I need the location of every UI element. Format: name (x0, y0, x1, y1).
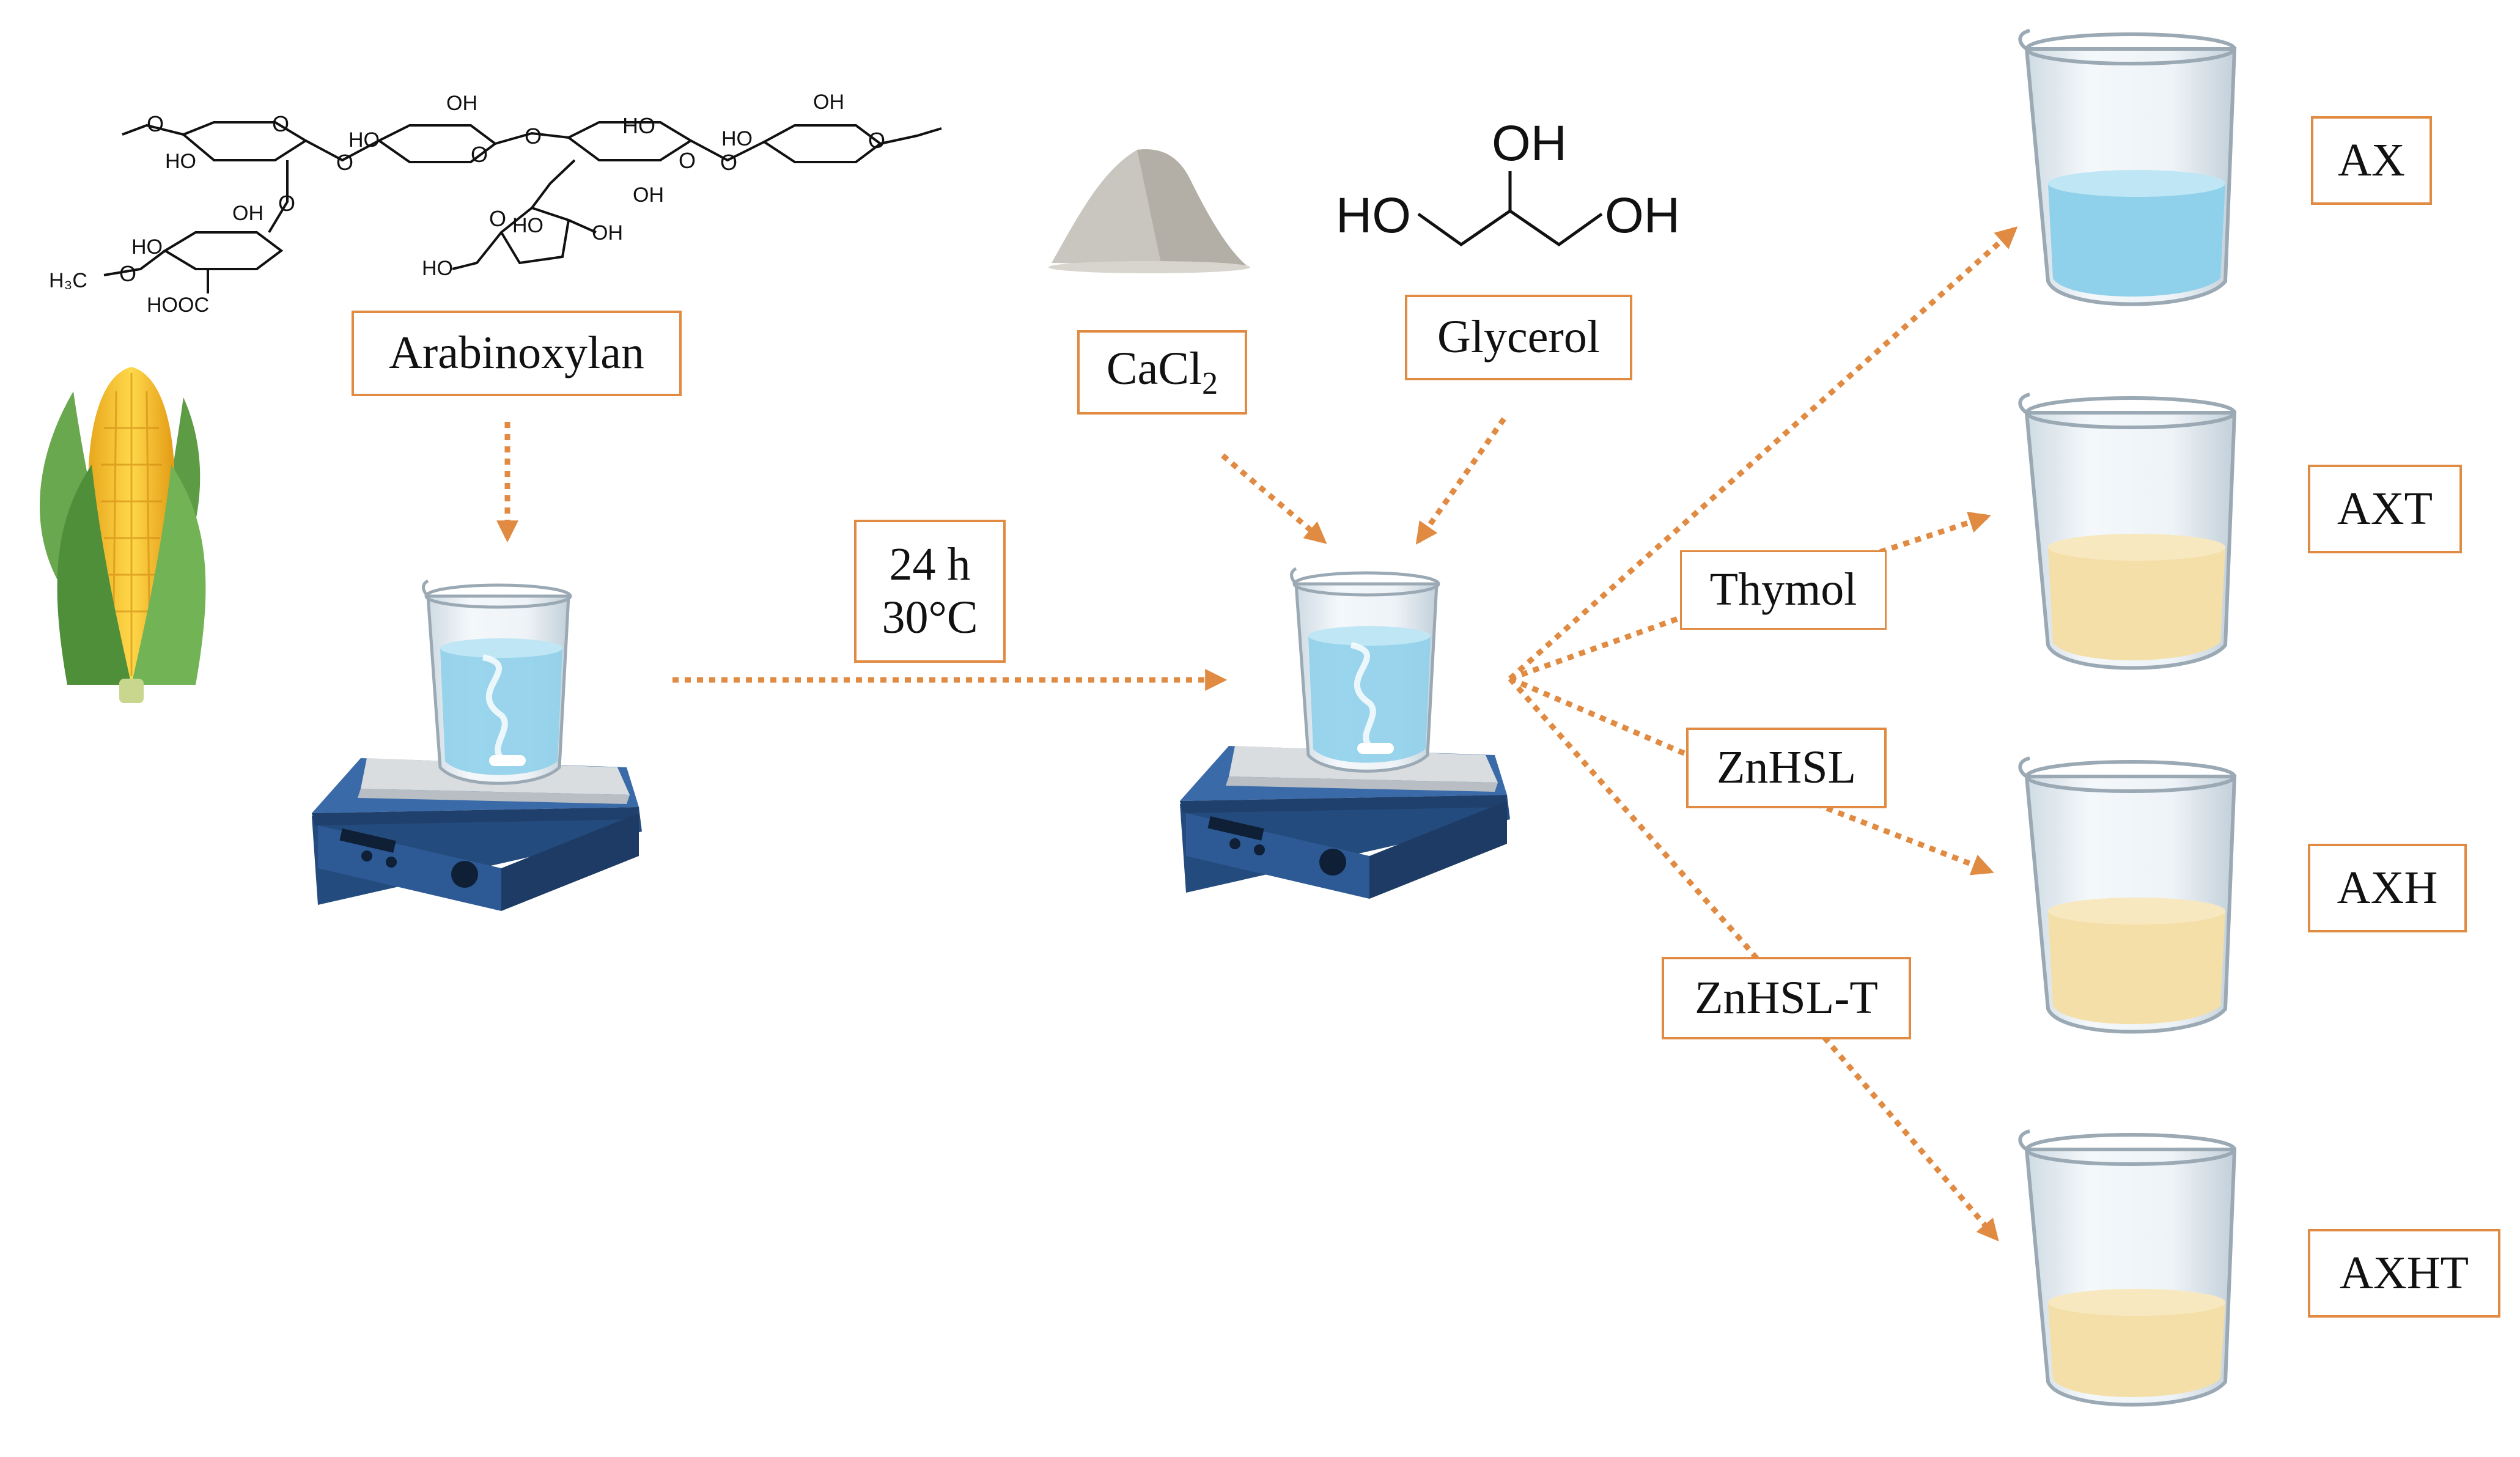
svg-text:HO: HO (1336, 188, 1411, 243)
axh-label-text: AXH (2337, 861, 2438, 913)
svg-text:H₃C: H₃C (49, 269, 87, 292)
svg-text:HO: HO (622, 113, 655, 138)
svg-text:O: O (147, 111, 164, 136)
svg-text:HO: HO (348, 128, 380, 152)
svg-text:O: O (868, 128, 885, 153)
ax-label: AX (2311, 116, 2432, 205)
svg-text:O: O (720, 150, 737, 175)
magnetic-stirrer-icon (1180, 567, 1510, 899)
arabinoxylan-structure: O HO O O OH HO O O HO OH O O OH HO O O O… (49, 90, 942, 317)
svg-text:OH: OH (1605, 188, 1680, 243)
arabinoxylan-label-text: Arabinoxylan (389, 327, 644, 379)
svg-text:OH: OH (813, 90, 844, 114)
axht-label: AXHT (2308, 1229, 2500, 1318)
svg-text:O: O (471, 142, 488, 167)
svg-text:O: O (119, 261, 136, 286)
conditions-label: 24 h 30°C (854, 520, 1006, 663)
glycerol-label: Glycerol (1405, 295, 1632, 380)
svg-text:OH: OH (633, 183, 664, 207)
svg-text:O: O (278, 191, 295, 216)
svg-text:O: O (679, 148, 696, 173)
arabinoxylan-label: Arabinoxylan (352, 311, 682, 396)
arrow-to-axh (1509, 676, 1994, 876)
svg-text:O: O (489, 206, 506, 231)
svg-text:HO: HO (721, 127, 753, 150)
znhsl-label-text: ZnHSL (1717, 742, 1856, 794)
ax-label-text: AX (2338, 134, 2405, 186)
temperature-text: 30°C (882, 592, 978, 643)
axh-label: AXH (2308, 844, 2467, 932)
svg-text:OH: OH (592, 221, 623, 245)
svg-text:HOOC: HOOC (147, 293, 209, 317)
svg-text:HO: HO (131, 235, 163, 259)
svg-text:O: O (272, 111, 289, 136)
beaker-icon (2018, 393, 2237, 670)
axt-label: AXT (2308, 465, 2462, 553)
arrow-glycerol-to-stirrer2 (1415, 417, 1506, 545)
svg-text:HO: HO (165, 150, 196, 173)
magnetic-stirrer-icon (312, 579, 642, 911)
corn-icon (40, 367, 206, 703)
axt-label-text: AXT (2337, 482, 2433, 534)
time-text: 24 h (889, 538, 971, 590)
svg-text:HO: HO (422, 257, 453, 280)
svg-text:O: O (336, 150, 353, 175)
znhsl-t-label: ZnHSL-T (1662, 957, 1911, 1039)
axht-label-text: AXHT (2339, 1247, 2469, 1299)
cacl2-label: CaCl2 (1077, 330, 1247, 415)
glycerol-label-text: Glycerol (1437, 311, 1600, 363)
beaker-icon (2018, 29, 2237, 306)
powder-pile-icon (1048, 149, 1250, 273)
cacl2-label-text: CaCl2 (1106, 343, 1218, 402)
svg-text:OH: OH (232, 202, 263, 225)
svg-text:O: O (525, 124, 542, 149)
beaker-icon (2018, 756, 2237, 1034)
svg-text:OH: OH (446, 92, 477, 115)
thymol-label-text: Thymol (1709, 564, 1857, 616)
arrow-to-ax (1508, 226, 2018, 681)
glycerol-structure: OH HO OH (1336, 116, 1680, 247)
znhsl-label: ZnHSL (1686, 728, 1887, 808)
svg-text:OH: OH (1492, 116, 1567, 171)
thymol-label: Thymol (1680, 550, 1887, 630)
beaker-icon (2018, 1129, 2237, 1407)
znhsl-t-label-text: ZnHSL-T (1695, 972, 1878, 1024)
svg-text:HO: HO (512, 214, 543, 237)
arrow-cacl2-to-stirrer2 (1221, 453, 1327, 544)
